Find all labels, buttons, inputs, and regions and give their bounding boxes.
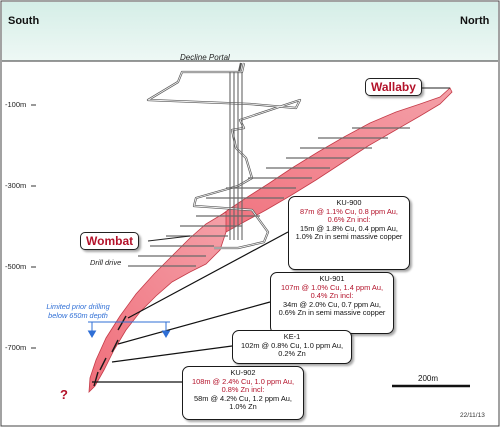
callout-ku-901-hl2: 0.4% Zn incl:	[310, 291, 354, 301]
scale-label: 200m	[418, 374, 439, 383]
callout-ku-902-hl1: 108m @ 2.4% Cu, 1.0 ppm Au,	[192, 376, 294, 386]
callout-ku-902-hole: KU-902	[230, 368, 256, 377]
wombat-label: Wombat	[80, 232, 140, 250]
callout-ku-900-hl2: 0.6% Zn incl:	[327, 215, 371, 225]
callout-ku-900-t1: 15m @ 1.8% Cu, 0.4 ppm Au,	[300, 223, 398, 233]
callout-ku-900-t2: 1.0% Zn in semi massive copper	[295, 232, 403, 242]
depth-label-700: -700m	[5, 343, 27, 352]
north-label: North	[460, 15, 490, 27]
callout-ku-901: KU-901 107m @ 1.0% Cu, 1.4 ppm Au, 0.4% …	[270, 272, 394, 334]
callout-ku-901-t1: 34m @ 2.0% Cu, 0.7 ppm Au,	[283, 299, 381, 309]
decline-portal-label: Decline Portal	[180, 53, 230, 62]
callout-ke-1-t2: 0.2% Zn	[278, 349, 306, 359]
callout-ke-1: KE-1 102m @ 0.8% Cu, 1.0 ppm Au, 0.2% Zn	[232, 330, 352, 364]
prior-drilling-text: Limited prior drilling below 650m depth	[14, 302, 142, 320]
callout-ku-902-hl2: 0.8% Zn incl:	[221, 385, 265, 395]
callout-ku-902: KU-902 108m @ 2.4% Cu, 1.0 ppm Au, 0.8% …	[182, 366, 304, 420]
callout-ku-900-hl1: 87m @ 1.1% Cu, 0.8 ppm Au,	[300, 206, 398, 216]
drill-intercepts	[93, 315, 127, 387]
question-mark: ?	[60, 387, 68, 402]
callout-ku-901-t2: 0.6% Zn in semi massive copper	[278, 308, 386, 318]
callout-ku-900-hole: KU-900	[336, 198, 362, 207]
south-label: South	[8, 15, 40, 27]
callout-ke-1-t1: 102m @ 0.8% Cu, 1.0 ppm Au,	[241, 340, 343, 350]
prior-drilling-line2: below 650m depth	[48, 310, 108, 320]
prior-drilling-marker	[87, 321, 171, 338]
callout-ku-902-t1: 58m @ 4.2% Cu, 1.2 ppm Au,	[194, 393, 292, 403]
surface-band	[2, 2, 498, 61]
date-stamp: 22/11/13	[460, 412, 485, 419]
callout-ku-902-t2: 1.0% Zn	[229, 402, 257, 412]
drill-hole-traces	[92, 231, 289, 383]
wombat-leader	[147, 235, 191, 242]
access-shafts	[229, 72, 243, 240]
callout-ku-901-hl1: 107m @ 1.0% Cu, 1.4 ppm Au,	[281, 282, 383, 292]
wallaby-label: Wallaby	[365, 78, 422, 96]
depth-label-300: -300m	[5, 181, 27, 190]
depth-label-500: -500m	[5, 262, 27, 271]
callout-ku-901-hole: KU-901	[319, 274, 345, 283]
ore-drives	[128, 127, 410, 267]
prior-drilling-line1: Limited prior drilling	[46, 302, 110, 311]
wombat-orebody	[88, 211, 227, 394]
callout-ku-900: KU-900 87m @ 1.1% Cu, 0.8 ppm Au, 0.6% Z…	[288, 196, 410, 270]
depth-label-100: -100m	[5, 100, 27, 109]
callout-ke-1-hole: KE-1	[283, 332, 301, 341]
drill-drive-label: Drill drive	[90, 258, 122, 267]
